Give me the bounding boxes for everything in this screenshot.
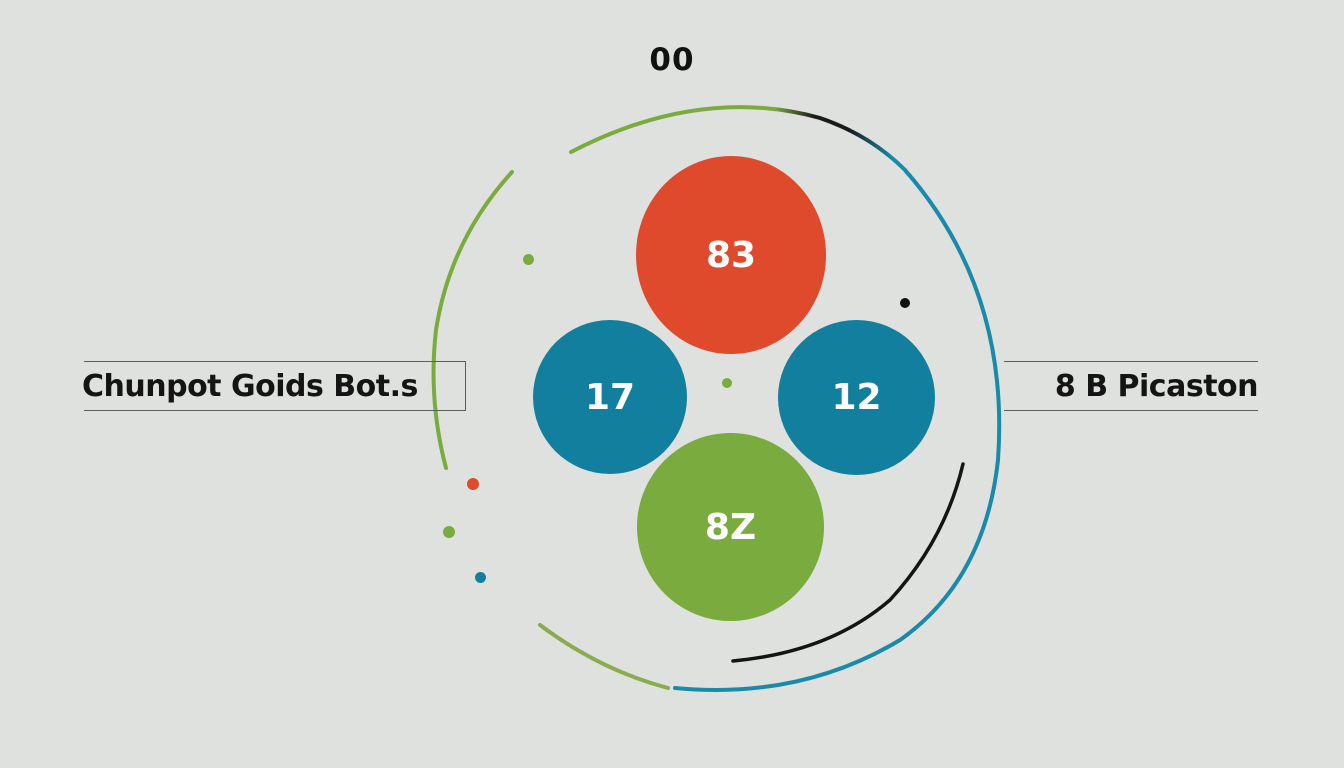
right-label-text: 8 B Picaston <box>1054 368 1259 404</box>
right-blue-orbit-arc <box>673 168 1002 692</box>
red-dot-lower-left <box>467 478 479 490</box>
bubble-right-blue: 12 <box>778 320 935 475</box>
green-dot-center <box>722 378 732 388</box>
bubble-right-value: 12 <box>831 377 882 418</box>
blue-dot-lower-left <box>475 572 486 583</box>
bubble-left-blue: 17 <box>533 320 687 474</box>
bubble-left-value: 17 <box>584 376 636 418</box>
bottom-left-green-orbit-arc <box>538 623 670 690</box>
top-orbit-arc <box>569 105 907 172</box>
left-label-text: Chunpot Goids Bot.s <box>82 368 418 404</box>
right-label-box: 8 B Picaston <box>1004 361 1259 411</box>
bubble-top-red: 83 <box>636 156 826 354</box>
bubble-bottom-value: 8Z <box>704 506 757 548</box>
bubble-top-value: 83 <box>705 234 757 276</box>
bubble-bottom-green: 8Z <box>637 433 824 621</box>
left-label-box: Chunpot Goids Bot.s <box>82 361 466 411</box>
inner-black-orbit-arc <box>731 462 965 663</box>
left-green-orbit-arc <box>431 170 514 470</box>
green-dot-lower-left <box>443 526 455 538</box>
green-dot-upper-left <box>523 254 534 265</box>
black-dot-upper-right <box>900 298 910 308</box>
diagram-title: 00 <box>649 42 695 78</box>
